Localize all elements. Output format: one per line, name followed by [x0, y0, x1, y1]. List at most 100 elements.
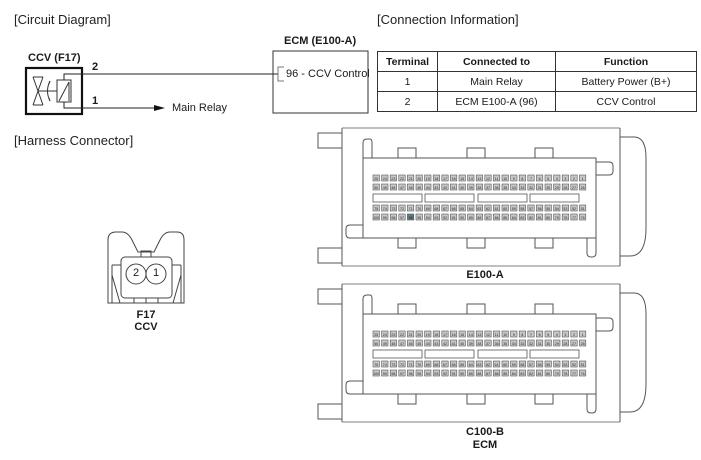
pin-11: [493, 174, 501, 182]
pin-number-label: 32: [529, 342, 533, 346]
pin-81: [536, 369, 544, 377]
pin-number-label: 85: [503, 216, 507, 220]
pin-number-label: 98: [391, 216, 395, 220]
pin-27: [570, 339, 578, 347]
pin-number-label: 98: [391, 372, 395, 376]
pin-number-label: 82: [529, 372, 533, 376]
pin-number-label: 52: [572, 363, 576, 367]
pin-number-label: 25: [374, 177, 378, 181]
pin-number-label: 56: [538, 207, 542, 211]
pin-71: [407, 360, 415, 368]
pin-90: [458, 213, 466, 221]
pin-85: [501, 369, 509, 377]
pin-number-label: 52: [572, 207, 576, 211]
pin-40: [458, 339, 466, 347]
pin-84: [510, 213, 518, 221]
pin-91: [450, 213, 458, 221]
pin-37: [484, 339, 492, 347]
table-header-row: Terminal Connected to Function: [377, 51, 697, 72]
pin-65: [458, 204, 466, 212]
guide-tab-bottom: [466, 238, 486, 249]
pin-number-label: 57: [529, 363, 533, 367]
pin-number-label: 86: [495, 216, 499, 220]
pin-number-label: 54: [555, 207, 559, 211]
pin-number-label: 33: [520, 342, 524, 346]
pin-number-label: 58: [520, 363, 524, 367]
pin-number-label: 31: [538, 342, 542, 346]
pin-91: [450, 369, 458, 377]
pin-number-label: 14: [469, 177, 473, 181]
c100b-label: C100-B: [466, 426, 504, 438]
pin-number-label: 5: [547, 177, 549, 181]
pin-27: [570, 183, 578, 191]
pin-94: [424, 369, 432, 377]
pin-46: [407, 339, 415, 347]
pin-6: [536, 330, 544, 338]
pin-number-label: 11: [495, 333, 499, 337]
pin-29: [553, 339, 561, 347]
pin-number-label: 87: [486, 216, 490, 220]
key-slot: [424, 193, 475, 203]
pin-number-label: 85: [503, 372, 507, 376]
key-slot: [477, 349, 528, 359]
pin-number-label: 72: [400, 363, 404, 367]
pin-number-label: 32: [529, 186, 533, 190]
pin-12: [484, 174, 492, 182]
pin-20: [415, 330, 423, 338]
pin-13: [475, 330, 483, 338]
pin-60: [501, 360, 509, 368]
pin-71: [407, 204, 415, 212]
solenoid-icon: [56, 79, 72, 103]
pin-47: [398, 339, 406, 347]
pin-number-label: 90: [460, 372, 464, 376]
pin-number-label: 88: [477, 216, 481, 220]
cell-connected-to: Main Relay: [437, 71, 556, 92]
pin-number-label: 25: [374, 333, 378, 337]
pin-number-label: 10: [503, 177, 507, 181]
pin-number-label: 24: [383, 177, 387, 181]
pin-56: [536, 204, 544, 212]
pin-68: [432, 360, 440, 368]
harness-connector-title: [Harness Connector]: [14, 133, 134, 148]
pin-number-label: 40: [460, 186, 464, 190]
pin-number-label: 70: [417, 363, 421, 367]
pin-number-label: 79: [555, 216, 559, 220]
pin-97: [398, 213, 406, 221]
pin-number-label: 28: [563, 342, 567, 346]
f17-pin-1-circle: [145, 263, 167, 285]
pin-number-label: 24: [383, 333, 387, 337]
pin-20: [415, 174, 423, 182]
pin-number-label: 82: [529, 216, 533, 220]
pin-number-label: 23: [391, 333, 395, 337]
pin-number-label: 66: [452, 207, 456, 211]
pin-number-label: 49: [383, 186, 387, 190]
pin-number-label: 28: [563, 186, 567, 190]
pin-13: [475, 174, 483, 182]
pin-number-label: 93: [434, 216, 438, 220]
pin-number-label: 73: [391, 207, 395, 211]
pin-77: [570, 369, 578, 377]
valve-icon: [32, 76, 57, 106]
pin-23: [389, 174, 397, 182]
pin-57: [527, 204, 535, 212]
pin-number-label: 18: [434, 177, 438, 181]
pin-92: [441, 213, 449, 221]
pin-83: [518, 213, 526, 221]
pin-26: [579, 339, 587, 347]
pin-number-label: 7: [530, 177, 532, 181]
pin-number-label: 89: [469, 372, 473, 376]
pin-number-label: 51: [581, 363, 585, 367]
pin-100: [372, 369, 380, 377]
pin-9: [510, 174, 518, 182]
latch-post-left-bottom: [345, 224, 363, 239]
pin-24: [381, 330, 389, 338]
latch-post-right: [596, 317, 614, 332]
pin-number-label: 3: [564, 333, 566, 337]
pin-number-label: 77: [572, 216, 576, 220]
pin-5: [544, 174, 552, 182]
pin-73: [389, 204, 397, 212]
pin-number-label: 100: [373, 216, 379, 220]
pin-97: [398, 369, 406, 377]
pin-64: [467, 360, 475, 368]
